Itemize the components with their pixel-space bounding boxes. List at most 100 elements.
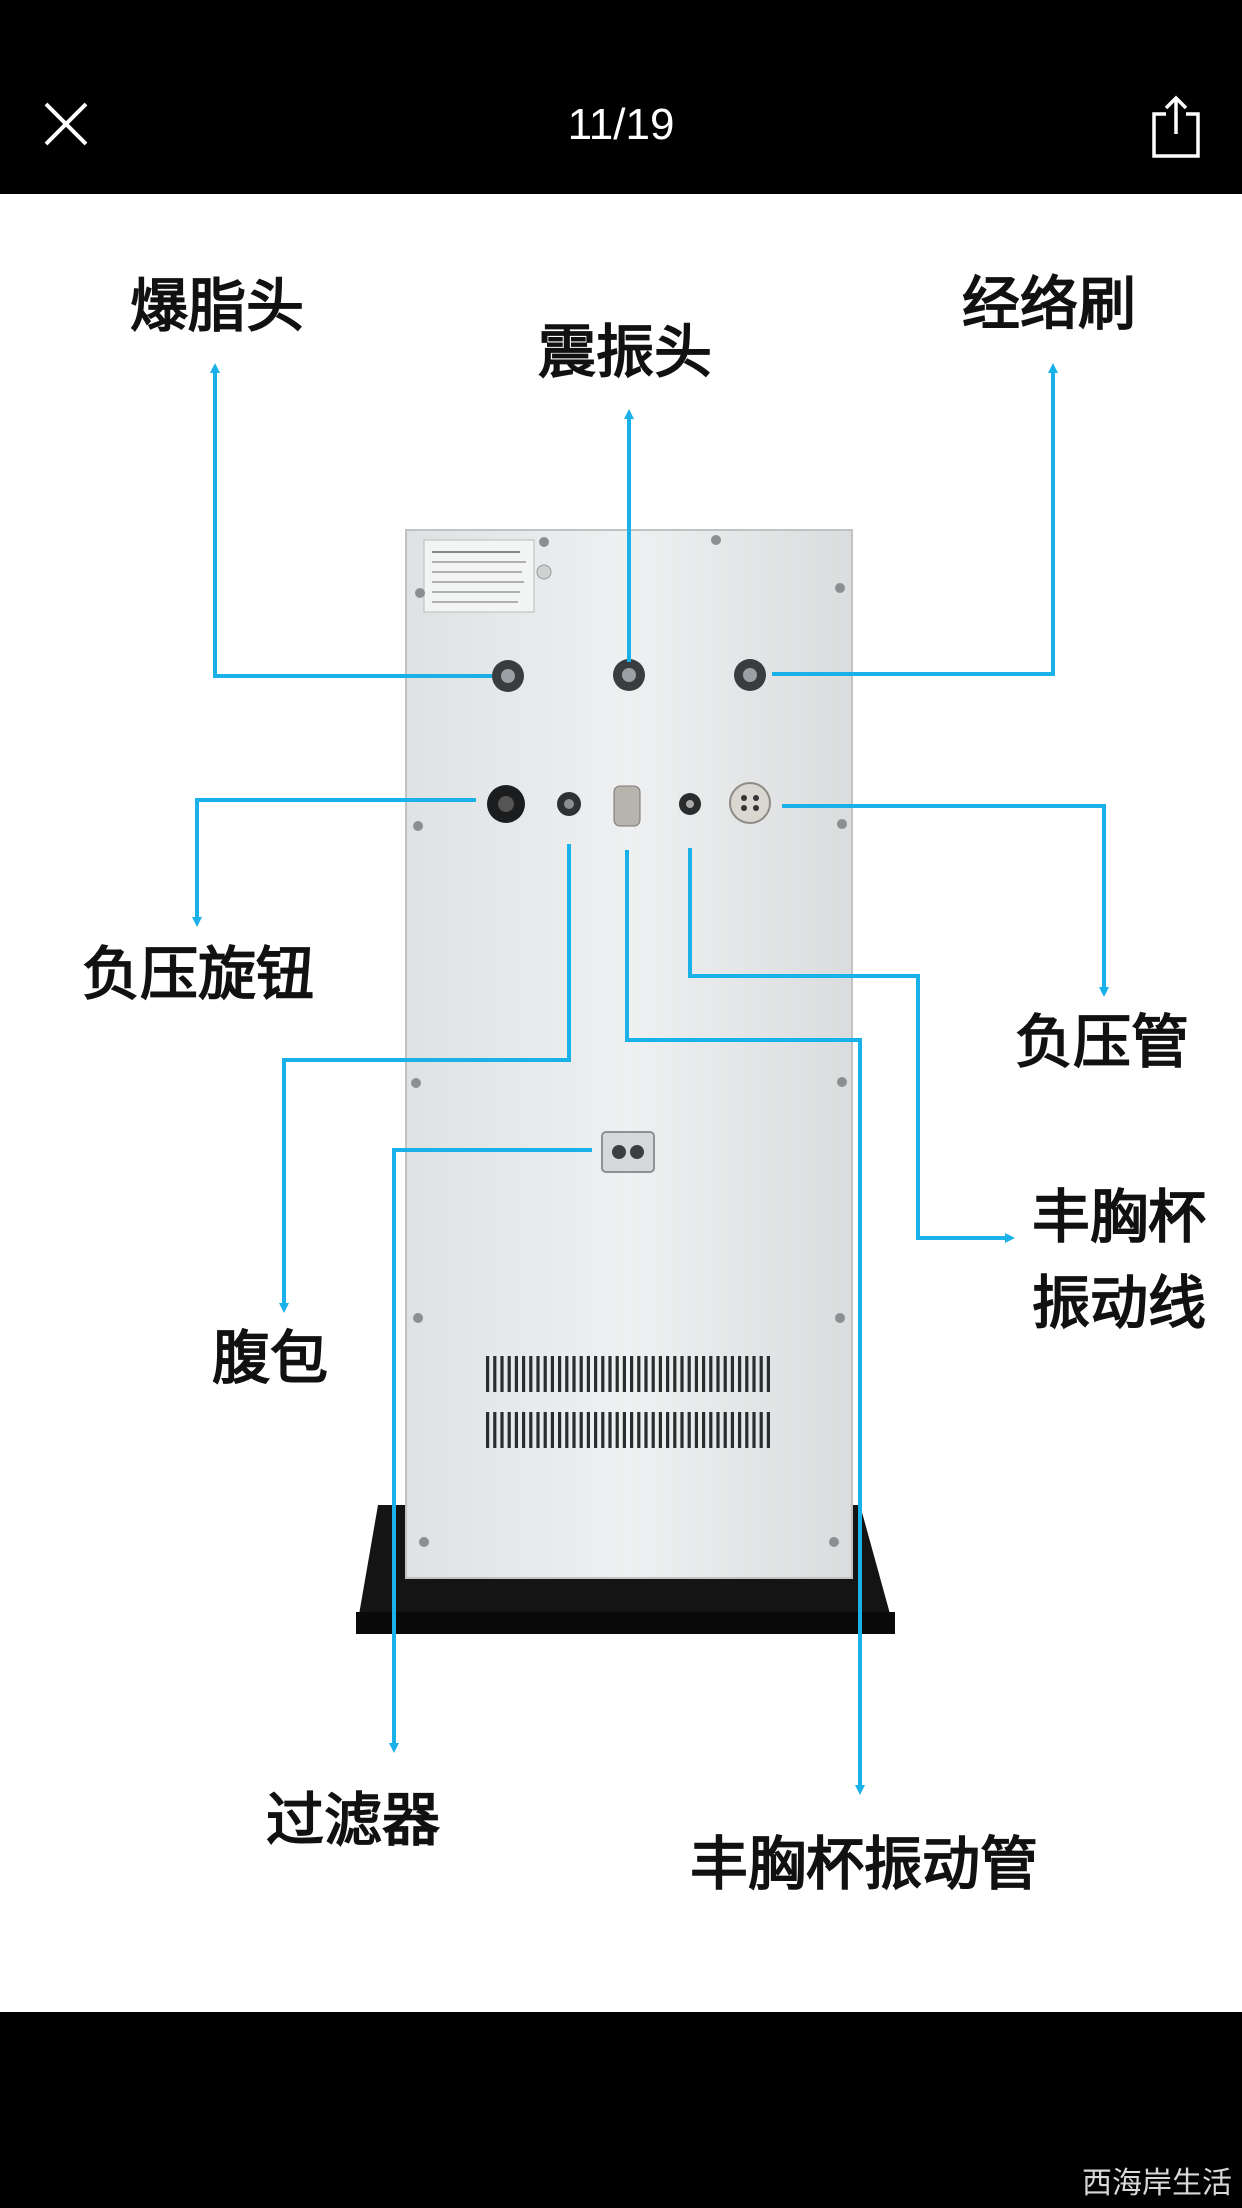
- vent-slot: [500, 1356, 504, 1392]
- vent-slot: [716, 1412, 720, 1448]
- vent-slot: [666, 1412, 670, 1448]
- vent-slot: [651, 1356, 655, 1392]
- share-button[interactable]: [1148, 94, 1204, 160]
- vent-slot: [723, 1356, 727, 1392]
- vent-slot: [522, 1412, 526, 1448]
- vent-slot: [745, 1356, 749, 1392]
- vent-slot: [687, 1412, 691, 1448]
- vent-slot: [608, 1412, 612, 1448]
- vent-slot: [694, 1356, 698, 1392]
- label-filter: 过滤器: [266, 1786, 441, 1854]
- line-breast-cup-vibration-wire: [688, 848, 1015, 1243]
- vent-slot: [730, 1412, 734, 1448]
- label-breast-cup-vibration-wire: 丰胸杯 振动线: [1032, 1174, 1206, 1346]
- vent-slot: [709, 1412, 713, 1448]
- vent-slot: [586, 1356, 590, 1392]
- device-back-panel: [405, 529, 853, 1579]
- label-breast-cup-vibration-wire-line1: 丰胸杯: [1032, 1183, 1207, 1251]
- label-vibration-head: 震振头: [538, 318, 713, 386]
- device-illustration: [192, 363, 1109, 1795]
- vent-slot: [694, 1412, 698, 1448]
- vent-slot: [486, 1412, 490, 1448]
- vent-slot: [514, 1412, 518, 1448]
- line-negative-pressure-tube: [782, 804, 1109, 997]
- vent-slot: [673, 1412, 677, 1448]
- vent-slot: [766, 1356, 770, 1392]
- vent-slot: [644, 1356, 648, 1392]
- vent-slot: [637, 1356, 641, 1392]
- top-bar: 11/19: [0, 0, 1242, 194]
- filter-connector: [601, 1131, 655, 1173]
- label-negative-pressure-knob: 负压旋钮: [82, 940, 315, 1008]
- label-fat-blaster-head: 爆脂头: [130, 272, 305, 340]
- vent-slot: [673, 1356, 677, 1392]
- top-connectors: [492, 659, 766, 692]
- vent-slot: [536, 1356, 540, 1392]
- label-meridian-brush: 经络刷: [962, 270, 1137, 338]
- vent-slot: [716, 1356, 720, 1392]
- vent-slot: [601, 1356, 605, 1392]
- vent-slot: [622, 1356, 626, 1392]
- vent-slot: [738, 1412, 742, 1448]
- vent-slot: [572, 1356, 576, 1392]
- vent-slot: [500, 1412, 504, 1448]
- label-abdominal-pack: 腹包: [212, 1324, 329, 1392]
- vent-slot: [601, 1412, 605, 1448]
- vent-slot: [738, 1356, 742, 1392]
- vent-slot: [529, 1356, 533, 1392]
- vent-slot: [507, 1356, 511, 1392]
- vent-slot: [709, 1356, 713, 1392]
- vent-slot: [666, 1356, 670, 1392]
- vent-slot: [630, 1356, 634, 1392]
- vent-slot: [586, 1412, 590, 1448]
- image-counter: 11/19: [567, 100, 675, 149]
- line-filter: [389, 1148, 592, 1753]
- line-abdominal-pack: [279, 844, 571, 1313]
- vent-slot: [745, 1412, 749, 1448]
- line-negative-pressure-knob: [192, 798, 476, 927]
- vent-slot: [759, 1356, 763, 1392]
- vent-slot: [594, 1356, 598, 1392]
- line-fat-blaster-head: [210, 363, 492, 678]
- vent-slot: [615, 1412, 619, 1448]
- vent-slot: [680, 1356, 684, 1392]
- vent-slot: [543, 1356, 547, 1392]
- vent-slot: [514, 1356, 518, 1392]
- vent-slot: [536, 1412, 540, 1448]
- vent-slot: [752, 1356, 756, 1392]
- vent-slot: [730, 1356, 734, 1392]
- vent-slot: [558, 1412, 562, 1448]
- vent-slot: [752, 1412, 756, 1448]
- panel-screws: [411, 535, 847, 1547]
- vent-slot: [594, 1412, 598, 1448]
- vent-slot: [565, 1356, 569, 1392]
- line-meridian-brush: [772, 363, 1058, 676]
- vent-slot: [550, 1412, 554, 1448]
- label-breast-cup-vibration-wire-line2: 振动线: [1032, 1269, 1207, 1337]
- close-icon: [44, 102, 88, 146]
- bottom-bar: 西海岸生活: [0, 2012, 1242, 2208]
- vent-slot: [644, 1412, 648, 1448]
- vent-slot: [723, 1412, 727, 1448]
- vent-slot: [579, 1356, 583, 1392]
- close-button[interactable]: [38, 96, 94, 152]
- vent-slot: [522, 1356, 526, 1392]
- vent-slot: [630, 1412, 634, 1448]
- vent-slot: [622, 1412, 626, 1448]
- vent-slot: [615, 1356, 619, 1392]
- vent-slot: [543, 1412, 547, 1448]
- product-photo: 爆脂头 震振头 经络刷 负压旋钮 负压管 丰胸杯 振动线 腹包 过滤器 丰胸杯振…: [0, 194, 1242, 2012]
- label-negative-pressure-tube: 负压管: [1015, 1008, 1190, 1076]
- vent-slot: [579, 1412, 583, 1448]
- vent-slots: [486, 1356, 770, 1448]
- middle-connectors: [487, 782, 771, 827]
- vent-slot: [565, 1412, 569, 1448]
- vent-slot: [651, 1412, 655, 1448]
- vent-slot: [529, 1412, 533, 1448]
- vent-slot: [486, 1356, 490, 1392]
- vent-slot: [658, 1412, 662, 1448]
- vent-slot: [702, 1356, 706, 1392]
- vent-slot: [558, 1356, 562, 1392]
- vent-slot: [572, 1412, 576, 1448]
- vent-slot: [766, 1412, 770, 1448]
